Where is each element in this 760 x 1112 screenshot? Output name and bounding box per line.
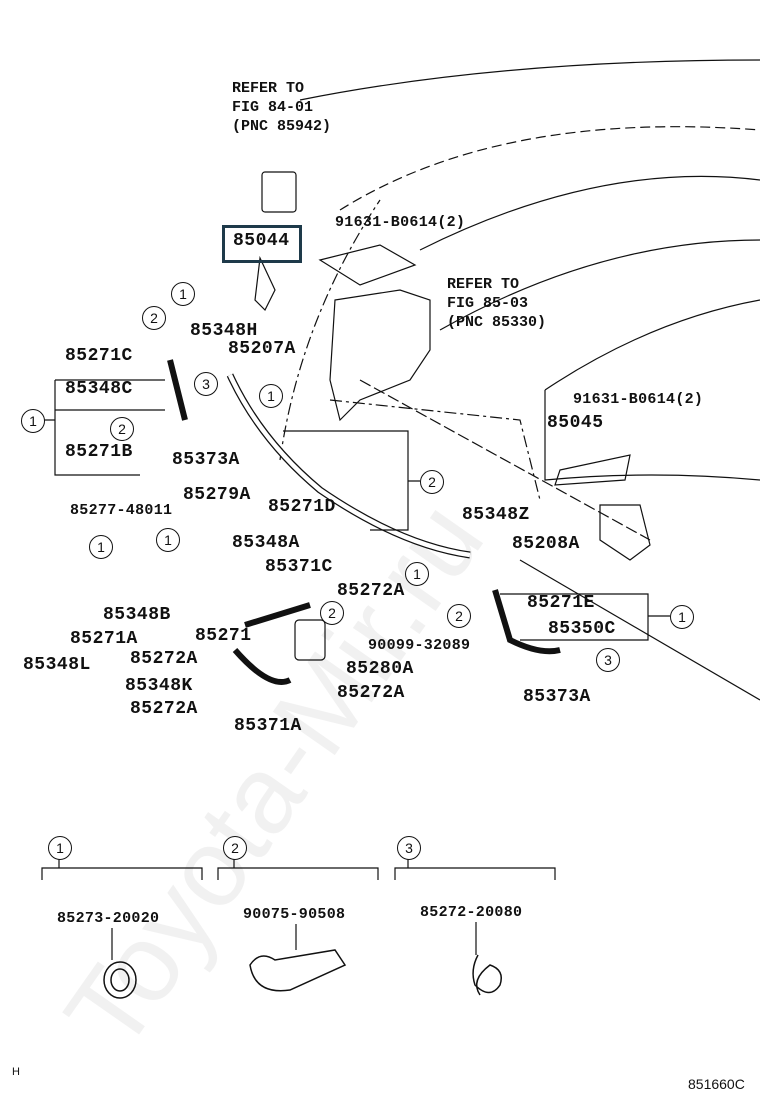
part-label[interactable]: 85348B [103,605,171,625]
callout: 2 [320,601,344,625]
hose-clamp-icon [103,961,137,999]
part-label[interactable]: 85373A [523,687,591,707]
part-label[interactable]: 85277-48011 [70,502,173,519]
part-label[interactable]: 85271D [268,497,336,517]
legend-number: 2 [223,836,247,860]
part-label-highlighted[interactable]: 85044 [233,231,290,251]
part-label[interactable]: 85279A [183,485,251,505]
part-label[interactable]: 85207A [228,339,296,359]
callout: 3 [596,648,620,672]
part-label[interactable]: 85373A [172,450,240,470]
callout: 1 [259,384,283,408]
part-label[interactable]: 85371C [265,557,333,577]
part-label[interactable]: 85280A [346,659,414,679]
callout: 2 [447,604,471,628]
callout: 1 [171,282,195,306]
legend-part[interactable]: 85272-20080 [420,904,523,921]
part-label[interactable]: 85348H [190,321,258,341]
part-label[interactable]: 90099-32089 [368,637,471,654]
legend-part[interactable]: 85273-20020 [57,910,160,927]
part-label[interactable]: 85348K [125,676,193,696]
callout: 2 [110,417,134,441]
part-label[interactable]: 85272A [130,649,198,669]
part-label[interactable]: 85272A [130,699,198,719]
legend-part[interactable]: 90075-90508 [243,906,346,923]
callout: 2 [142,306,166,330]
part-label[interactable]: 85350C [548,619,616,639]
part-label[interactable]: 85271 [195,626,252,646]
part-label[interactable]: 85271C [65,346,133,366]
callout: 1 [156,528,180,552]
highlight-box [222,225,302,263]
callout: 1 [89,535,113,559]
part-label[interactable]: 85271E [527,593,595,613]
part-label[interactable]: 85348C [65,379,133,399]
callout: 1 [21,409,45,433]
band-clamp-icon [249,949,347,992]
part-label[interactable]: 85348Z [462,505,530,525]
part-label[interactable]: 85271A [70,629,138,649]
part-label[interactable]: 85272A [337,683,405,703]
part-label[interactable]: 85272A [337,581,405,601]
part-label[interactable]: 91631-B0614(2) [573,391,704,408]
part-label[interactable]: 85045 [547,413,604,433]
part-label[interactable]: 85208A [512,534,580,554]
part-label[interactable]: 91631-B0614(2) [335,214,466,231]
callout: 3 [194,372,218,396]
part-label[interactable]: 85371A [234,716,302,736]
callout: 2 [420,470,444,494]
callout: 1 [405,562,429,586]
legend-number: 3 [397,836,421,860]
callout: 1 [670,605,694,629]
corner-mark: H [12,1066,20,1078]
part-label[interactable]: 85348L [23,655,91,675]
figure-code: 851660C [688,1076,745,1092]
part-label[interactable]: 85348A [232,533,300,553]
wire-clip-icon [472,954,502,996]
legend-number: 1 [48,836,72,860]
part-label[interactable]: 85271B [65,442,133,462]
